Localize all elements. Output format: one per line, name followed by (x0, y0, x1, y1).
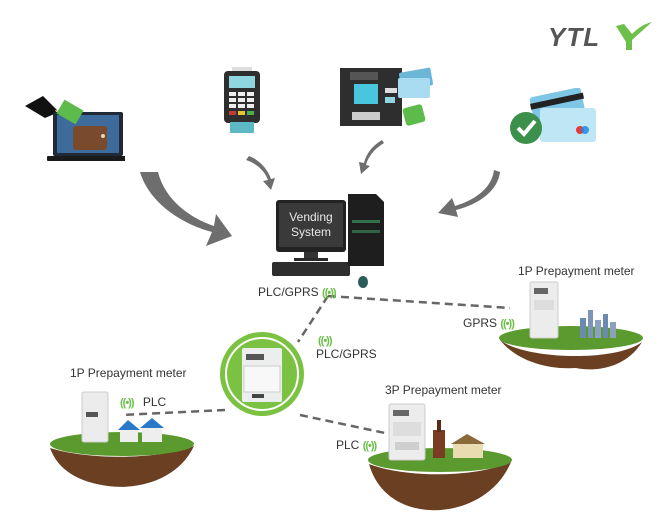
meter-3p-plc-title: 3P Prepayment meter (385, 383, 502, 397)
arrow-pos-terminal (246, 156, 275, 190)
pos-terminal (222, 66, 262, 134)
data-concentrator (218, 330, 306, 418)
vending-screen-text: Vending System (279, 210, 343, 240)
brand-logo: YTL (548, 18, 658, 54)
laptop-wallet-icon (25, 96, 125, 161)
concentrator-link-label: ((•)) PLC/GPRS (316, 335, 377, 361)
meter-1p-gprs-title: 1P Prepayment meter (518, 264, 635, 278)
link-text: PLC (142, 395, 167, 409)
online-wallet-payment (25, 96, 125, 162)
vending-link-label: PLC/GPRS ((•)) (258, 285, 337, 299)
link-concentrator-to-3p-meter (299, 413, 386, 435)
link-concentrator-to-plc-meter (121, 408, 226, 417)
arrow-bank-card (438, 170, 500, 217)
atm-icon (340, 67, 434, 126)
screen-line-1: Vending (289, 210, 333, 224)
vending-system: Vending System (268, 190, 388, 290)
signal-icon: ((•)) (318, 335, 333, 347)
logo-y-leaf-icon (616, 22, 652, 50)
link-text: PLC (336, 438, 360, 452)
meter-1p-plc-island (48, 390, 198, 490)
signal-icon: ((•)) (322, 287, 336, 299)
meter-1p-plc-link: ((•)) PLC (120, 395, 166, 409)
concentrator-icon (220, 332, 304, 416)
signal-icon: ((•)) (120, 397, 134, 409)
meter-3p-plc-link: PLC ((•)) (336, 438, 377, 452)
floating-island-houses-icon (50, 391, 194, 487)
arrow-online-payment (140, 172, 232, 246)
meter-3p-plc-island (365, 400, 515, 515)
link-vending-to-concentrator (296, 295, 330, 343)
credit-card-check-icon (510, 88, 596, 144)
signal-icon: ((•)) (500, 318, 514, 330)
screen-line-2: System (290, 225, 331, 239)
floating-island-city-icon (499, 281, 643, 370)
meter-1p-gprs-link: GPRS ((•)) (463, 316, 515, 330)
link-text: GPRS (463, 316, 498, 330)
meter-1p-gprs-island (496, 280, 646, 370)
meter-1p-plc-title: 1P Prepayment meter (70, 366, 187, 380)
logo-text: YTL (548, 22, 601, 52)
link-vending-to-gprs-meter (327, 294, 511, 310)
atm (340, 66, 436, 128)
floating-island-factory-icon (368, 403, 512, 511)
arrow-atm (359, 140, 384, 174)
bank-card (510, 88, 600, 146)
computer-icon (272, 194, 384, 288)
pos-terminal-icon (224, 67, 260, 133)
vending-link-text: PLC/GPRS (258, 285, 319, 299)
signal-icon: ((•)) (362, 440, 377, 452)
concentrator-link-text: PLC/GPRS (316, 347, 377, 361)
